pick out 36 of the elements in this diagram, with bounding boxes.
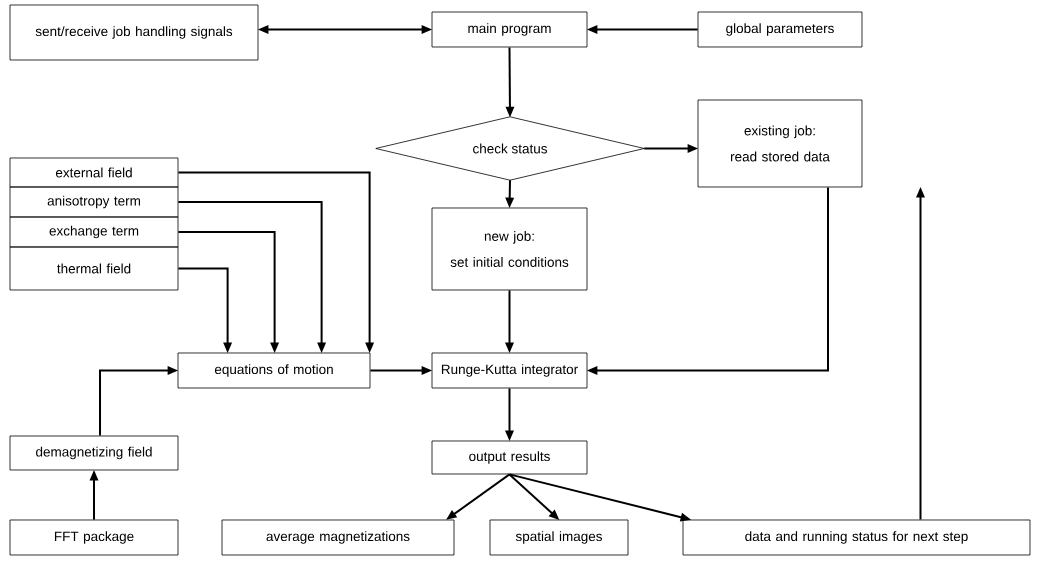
arrow (177, 231, 280, 354)
arrow (643, 144, 699, 153)
arrow (508, 473, 692, 522)
arrow (586, 25, 699, 34)
process-box: average magnetizations (221, 519, 455, 556)
arrow (177, 171, 375, 354)
process-box: new job: set initial conditions (431, 207, 588, 291)
arrow (446, 473, 511, 520)
process-box: global parameters (697, 11, 863, 48)
process-box: output results (431, 440, 588, 475)
process-box: data and running status for next step (682, 519, 1031, 556)
process-box: spatial images (489, 519, 629, 556)
arrow (177, 201, 327, 354)
arrow (916, 186, 925, 521)
arrow (505, 289, 514, 354)
arrow (505, 387, 514, 442)
arrow (369, 366, 433, 375)
process-box: thermal field (9, 246, 179, 291)
process-box: exchange term (9, 216, 179, 248)
arrow (505, 46, 515, 118)
process-box: Runge-Kutta integrator (431, 352, 588, 389)
process-box: anisotropy term (9, 186, 179, 218)
arrow (586, 186, 829, 375)
process-box: external field (9, 157, 179, 188)
arrow (508, 473, 560, 520)
process-box: sent/receive job handling signals (9, 4, 259, 61)
arrow (177, 267, 233, 354)
arrow (89, 469, 99, 521)
arrow (99, 366, 179, 437)
arrow (505, 179, 515, 209)
process-box: main program (431, 11, 588, 48)
process-box: equations of motion (177, 352, 371, 389)
process-box: demagnetizing field (9, 435, 179, 471)
arrow (257, 25, 433, 34)
process-box: existing job: read stored data (697, 99, 863, 188)
process-box: FFT package (9, 519, 179, 556)
